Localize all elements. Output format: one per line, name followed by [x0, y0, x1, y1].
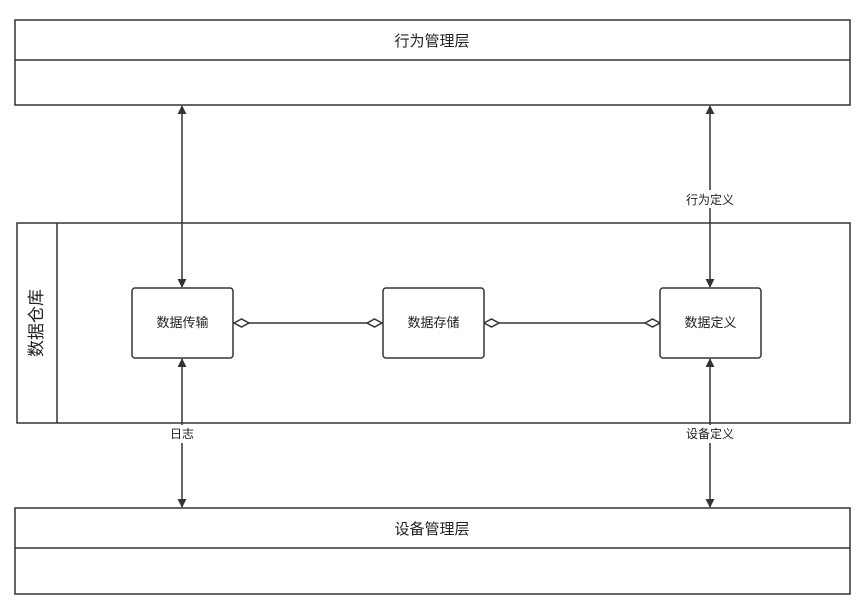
node-data-transfer-label: 数据传输: [156, 315, 208, 331]
behavior-management-layer: 行为管理层: [14, 19, 851, 106]
edge-label-device-definition: 设备定义: [686, 426, 734, 441]
diamond-icon: [365, 318, 384, 328]
diamond-icon: [482, 318, 501, 328]
behavior-management-layer-title: 行为管理层: [394, 32, 469, 50]
node-data-storage-label: 数据存储: [407, 316, 459, 331]
node-data-definition-label: 数据定义: [684, 316, 736, 331]
device-management-layer: 设备管理层: [14, 507, 851, 595]
edge-labels: 行为定义 日志 设备定义: [166, 190, 740, 443]
edge-label-log: 日志: [170, 427, 194, 441]
node-data-storage: 数据存储: [382, 287, 485, 359]
node-connectors: [232, 318, 662, 328]
data-warehouse-title: 数据仓库: [27, 289, 47, 357]
edge-label-behavior-definition: 行为定义: [686, 192, 734, 207]
diamond-icon: [232, 318, 251, 328]
node-data-transfer: 数据传输: [131, 287, 234, 359]
device-management-layer-title: 设备管理层: [394, 520, 469, 538]
node-data-definition: 数据定义: [659, 287, 762, 359]
